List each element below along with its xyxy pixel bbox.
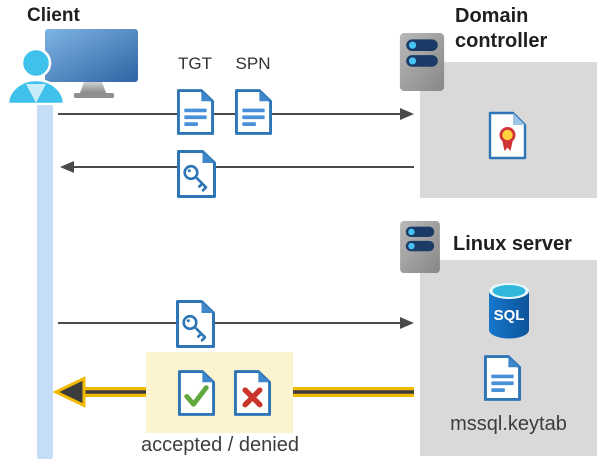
client-lifeline [37,90,53,459]
key-document-icon [176,300,215,348]
result-label: accepted / denied [141,434,299,456]
client-label: Client [27,5,80,26]
domain-controller-server-icon [399,33,445,91]
key-document-icon [177,150,216,198]
domain-controller-label: Domain controller [455,5,548,52]
spn-label: SPN [235,54,271,73]
accepted-document-icon [177,370,216,416]
tgt-document-icon [176,89,215,135]
arrowhead-right-icon [400,108,414,120]
sql-database-icon: SQL [489,283,529,339]
arrowhead-result-icon [52,376,86,408]
keytab-label: mssql.keytab [450,413,567,435]
arrowhead-left-icon [60,161,74,173]
arrowhead-right-icon [400,317,414,329]
linux-server-icon [400,220,440,274]
keytab-document-icon [483,355,522,401]
spn-document-icon [234,89,273,135]
linux-server-label: Linux server [453,233,572,255]
denied-document-icon [233,370,272,416]
tgt-label: TGT [178,54,212,73]
sql-badge-text: SQL [494,307,525,324]
certificate-icon [488,111,527,160]
client-user-monitor-icon [6,29,138,105]
